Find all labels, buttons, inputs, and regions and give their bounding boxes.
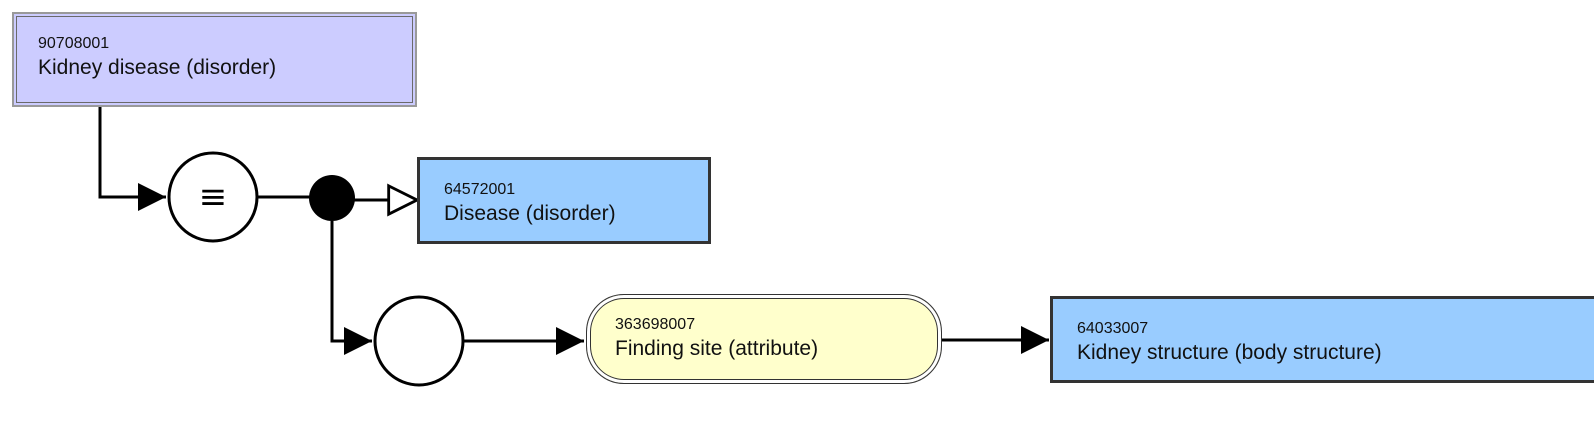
equivalent-definition-icon: ≡ bbox=[167, 151, 259, 243]
concept-term: Kidney structure (body structure) bbox=[1077, 341, 1382, 364]
concept-box-kidney-disease[interactable]: 90708001 Kidney disease (disorder) bbox=[12, 12, 417, 107]
attribute-term: Finding site (attribute) bbox=[615, 337, 819, 360]
definition-symbol: ≡ bbox=[199, 177, 228, 217]
attribute-box-finding-site[interactable]: 363698007 Finding site (attribute) bbox=[586, 294, 942, 384]
concept-box-kidney-structure[interactable]: 64033007 Kidney structure (body structur… bbox=[1050, 296, 1594, 383]
conjunction-dot-icon bbox=[309, 175, 355, 221]
concept-box-disease[interactable]: 64572001 Disease (disorder) bbox=[417, 157, 711, 244]
attribute-id: 363698007 bbox=[615, 316, 696, 333]
concept-term: Disease (disorder) bbox=[444, 202, 616, 225]
connector-concept-to-definition bbox=[98, 107, 166, 211]
attribute-group-icon bbox=[373, 295, 465, 387]
concept-term: Kidney disease (disorder) bbox=[38, 56, 277, 79]
concept-id: 64033007 bbox=[1077, 320, 1149, 337]
concept-id: 90708001 bbox=[38, 35, 110, 52]
connector-conjunction-to-group bbox=[330, 221, 372, 355]
concept-id: 64572001 bbox=[444, 181, 516, 198]
